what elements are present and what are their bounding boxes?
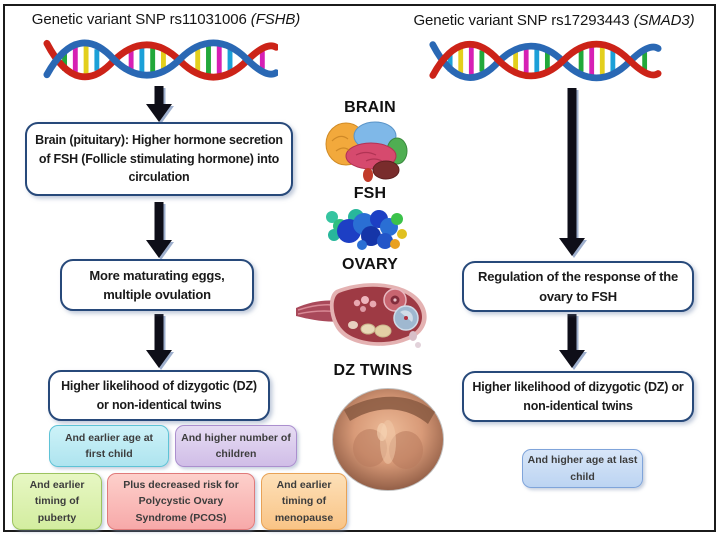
header-left-snp: Genetic variant SNP rs11031006 (FSHB) [20,11,312,28]
arrow-down-icon [146,86,172,122]
outcome-box-age-first-child: And earlier age at first child [49,425,169,467]
header-right-snp: Genetic variant SNP rs17293443 (SMAD3) [398,12,710,29]
outcome-box-puberty: And earlier timing of puberty [12,473,102,530]
flow-box-maturating-eggs: More maturating eggs, multiple ovulation [60,259,254,311]
header-right-title: Genetic variant SNP rs17293443 [413,12,630,29]
dna-helix-icon-right [429,40,662,82]
outcome-box-text: And earlier age at first child [64,431,154,460]
label-ovary: OVARY [341,256,399,273]
fsh-molecule-icon [326,209,407,250]
arrow-down-icon [559,314,585,368]
flow-box-text: Brain (pituitary): Higher hormone secret… [35,132,283,185]
outcome-box-text: And higher age at last child [527,454,638,483]
header-right-gene: (SMAD3) [633,12,695,29]
flow-box-dz-twins-right: Higher likelihood of dizygotic (DZ) or n… [462,371,694,422]
flow-box-text: Higher likelihood of dizygotic (DZ) or n… [61,378,257,412]
label-brain: BRAIN [344,99,396,116]
dz-twins-ultrasound-icon [332,388,444,491]
outcome-box-text: And higher number of children [181,431,291,460]
label-dz-twins: DZ TWINS [333,362,413,379]
brain-icon [325,121,408,182]
dna-helix-icon-left [43,39,278,81]
header-left-title: Genetic variant SNP rs11031006 [31,11,247,28]
outcome-box-text: Plus decreased risk for Polycystic Ovary… [123,479,239,524]
outcome-box-pcos: Plus decreased risk for Polycystic Ovary… [107,473,255,530]
outcome-box-age-last-child: And higher age at last child [522,449,643,488]
flow-box-text: Regulation of the response of the ovary … [478,269,678,304]
outcome-box-menopause: And earlier timing of menopause [261,473,347,530]
arrow-down-icon [559,88,585,256]
ovary-illustration-icon [296,283,427,348]
arrow-down-icon [146,314,172,368]
header-left-gene: (FSHB) [250,11,301,28]
flow-box-text: Higher likelihood of dizygotic (DZ) or n… [472,379,684,413]
label-fsh: FSH [353,185,387,202]
flow-box-ovary-regulation: Regulation of the response of the ovary … [462,261,694,312]
outcome-box-text: And earlier timing of puberty [29,479,85,524]
flow-box-text: More maturating eggs, multiple ovulation [89,267,225,303]
arrow-down-icon [146,202,172,258]
flow-box-dz-twins-left: Higher likelihood of dizygotic (DZ) or n… [48,370,270,421]
outcome-box-number-children: And higher number of children [175,425,297,467]
flow-box-brain-pituitary: Brain (pituitary): Higher hormone secret… [25,122,293,196]
outcome-box-text: And earlier timing of menopause [274,479,334,524]
